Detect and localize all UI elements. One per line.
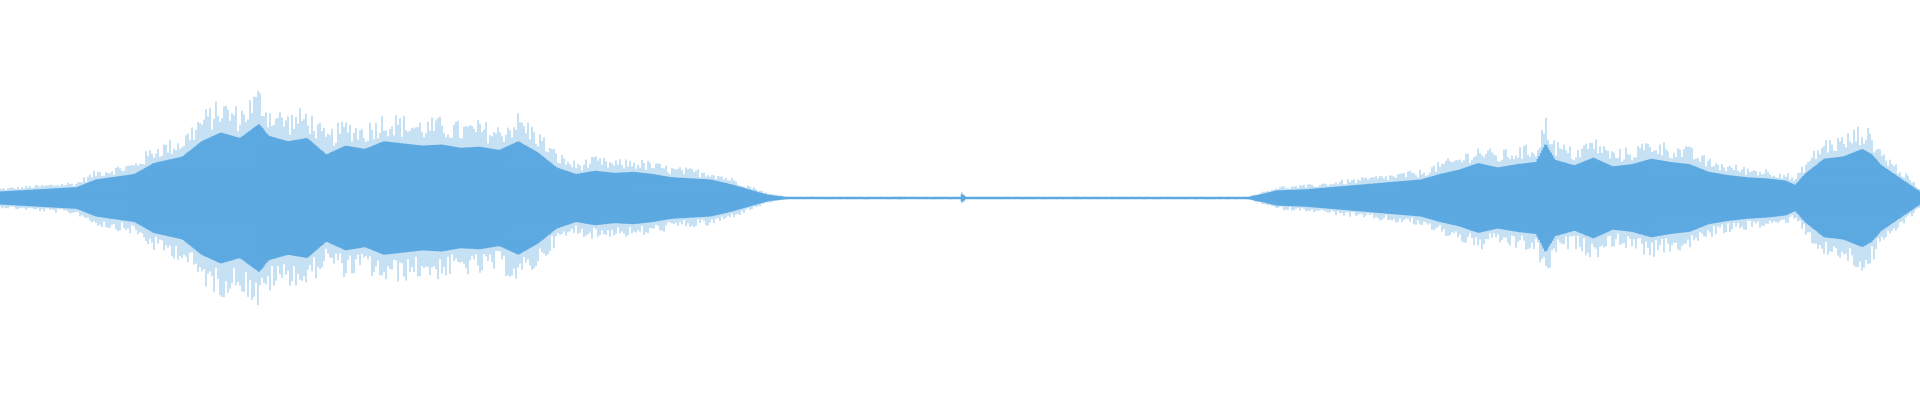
waveform-samples (0, 90, 1920, 306)
